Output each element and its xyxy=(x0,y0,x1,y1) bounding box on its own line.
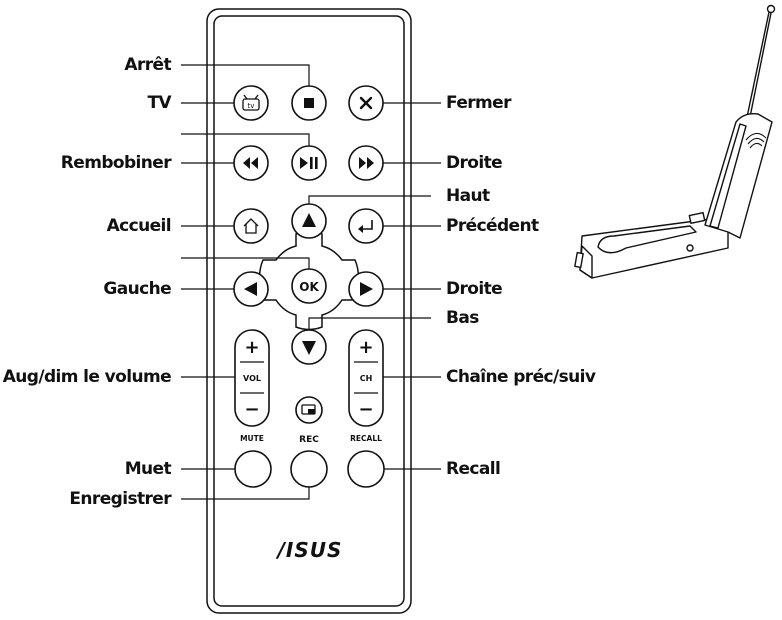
down-arrow-icon xyxy=(302,341,316,355)
device-led xyxy=(686,244,694,252)
left-button[interactable] xyxy=(233,271,269,307)
stop-button[interactable] xyxy=(291,85,327,121)
right-button[interactable] xyxy=(348,271,384,307)
ok-label: OK xyxy=(299,280,319,294)
label-droite-forward: Droite xyxy=(446,153,503,173)
callout-arret xyxy=(181,64,310,88)
back-button[interactable] xyxy=(348,208,384,244)
remote-body xyxy=(206,8,412,614)
record-button[interactable] xyxy=(290,450,328,488)
callout-ok xyxy=(181,257,310,270)
close-button[interactable] xyxy=(348,85,384,121)
label-fermer: Fermer xyxy=(446,93,511,113)
play-pause-icon xyxy=(300,157,318,169)
up-button[interactable] xyxy=(291,203,327,239)
volume-label: VOL xyxy=(243,374,261,383)
channel-down-label: − xyxy=(358,399,373,420)
volume-rocker[interactable]: + VOL − xyxy=(234,329,270,427)
dpad-outline xyxy=(258,230,360,331)
callout-lines xyxy=(181,64,441,500)
play-pause-button[interactable] xyxy=(291,145,327,181)
home-icon xyxy=(243,218,259,234)
fast-forward-icon xyxy=(359,157,374,169)
label-arret: Arrêt xyxy=(124,55,171,75)
tv-icon: tv xyxy=(242,94,260,111)
label-droite: Droite xyxy=(446,279,503,299)
antenna-tip xyxy=(766,4,776,14)
close-icon xyxy=(359,96,373,110)
up-arrow-icon xyxy=(302,213,316,227)
channel-up-label: + xyxy=(358,337,373,358)
label-volume: Aug/dim le volume xyxy=(2,367,172,387)
label-recall: Recall xyxy=(446,459,501,479)
svg-text:tv: tv xyxy=(248,102,255,110)
recall-button[interactable] xyxy=(347,450,385,488)
left-arrow-icon xyxy=(244,282,257,296)
channel-rocker[interactable]: + CH − xyxy=(348,329,384,427)
label-enregistrer: Enregistrer xyxy=(69,489,171,509)
label-muet: Muet xyxy=(124,459,172,479)
rewind-icon xyxy=(243,157,258,169)
volume-up-label: + xyxy=(244,337,259,358)
usb-tuner-device xyxy=(574,4,776,279)
back-icon xyxy=(358,220,373,233)
label-chaine: Chaîne préc/suiv xyxy=(446,367,596,387)
channel-label: CH xyxy=(360,374,373,383)
label-gauche: Gauche xyxy=(103,279,171,299)
fast-forward-button[interactable] xyxy=(348,145,384,181)
label-precedent: Précédent xyxy=(446,216,539,236)
stop-icon xyxy=(304,98,314,108)
pip-icon xyxy=(301,404,316,415)
antenna xyxy=(745,11,770,123)
label-tv: TV xyxy=(147,93,171,113)
recall-caption: RECALL xyxy=(350,434,382,443)
mute-caption: MUTE xyxy=(240,434,264,443)
label-rembobiner: Rembobiner xyxy=(60,153,172,173)
ok-button[interactable]: OK xyxy=(291,268,327,304)
callout-play xyxy=(181,133,310,148)
label-accueil: Accueil xyxy=(106,216,172,236)
rec-caption: REC xyxy=(299,435,319,445)
dpad: OK xyxy=(233,203,384,365)
callout-enregistrer xyxy=(181,486,310,500)
pip-button[interactable] xyxy=(295,396,323,424)
label-haut: Haut xyxy=(446,186,490,206)
device-slot xyxy=(597,225,697,254)
label-bas: Bas xyxy=(446,308,479,328)
callout-bas xyxy=(308,317,431,330)
home-button[interactable] xyxy=(233,208,269,244)
volume-down-label: − xyxy=(244,399,259,420)
down-button[interactable] xyxy=(291,329,327,365)
brand-logo: /ISUS xyxy=(276,538,343,562)
rewind-button[interactable] xyxy=(233,145,269,181)
wireless-icon xyxy=(745,132,767,149)
right-arrow-icon xyxy=(360,282,373,296)
tv-button[interactable]: tv xyxy=(233,85,269,121)
mute-button[interactable] xyxy=(234,450,272,488)
